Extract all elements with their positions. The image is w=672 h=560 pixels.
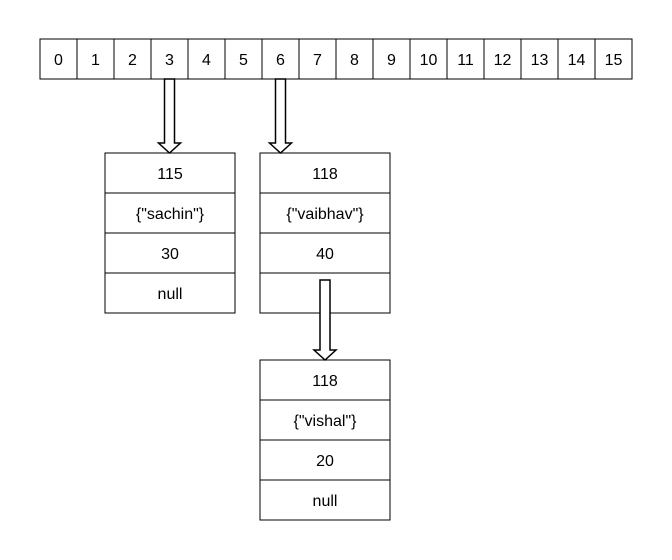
array-index-label: 8 (350, 52, 359, 69)
array-cell-box (372, 38, 411, 80)
list-node: 118 {"vaibhav"} 40 (259, 152, 391, 314)
node-hash-cell: 20 (316, 453, 334, 470)
array-cell-14: 14 (557, 38, 596, 80)
array-cell-11: 11 (446, 38, 485, 80)
array-cell-8: 8 (335, 38, 374, 80)
pointer-arrow (156, 78, 183, 155)
array-index-label: 9 (387, 52, 396, 69)
array-cell-6: 6 (261, 38, 300, 80)
array-cell-15: 15 (594, 38, 633, 80)
node-value-cell: {"sachin"} (136, 206, 205, 223)
node-hash-cell: 40 (316, 246, 334, 263)
array-index-label: 0 (54, 52, 63, 69)
array-cell-4: 4 (187, 38, 226, 80)
pointer-arrows (156, 78, 338, 362)
linked-nodes: 115 {"sachin"} 30 null 118 {"vaibhav"} 40 118 {"… (104, 152, 391, 521)
array-cell-3: 3 (150, 38, 189, 80)
array-cell-1: 1 (76, 38, 115, 80)
node-key-cell-box (104, 152, 236, 194)
array-index-label: 2 (128, 52, 137, 69)
node-key-cell: 115 (157, 166, 183, 183)
node-key-cell-box (259, 359, 391, 401)
array-cell-box (76, 38, 115, 80)
node-next-cell: null (158, 286, 183, 303)
node-next-cell-box (259, 479, 391, 521)
array-cell-9: 9 (372, 38, 411, 80)
array-index-label: 1 (91, 52, 100, 69)
pointer-arrow (312, 279, 338, 362)
array-cell-box (298, 38, 337, 80)
array-cell-box (187, 38, 226, 80)
array-index-label: 3 (165, 52, 174, 69)
array-cell-box (224, 38, 263, 80)
array-cell-box (594, 38, 633, 80)
array-cell-10: 10 (409, 38, 448, 80)
array-index-label: 6 (276, 52, 285, 69)
array-index-label: 14 (568, 52, 586, 69)
node-next-cell: null (313, 493, 338, 510)
node-hash-cell-box (259, 439, 391, 481)
node-key-cell: 118 (312, 373, 338, 390)
array-cell-box (483, 38, 522, 80)
node-key-cell: 118 (312, 166, 338, 183)
array-cell-box (335, 38, 374, 80)
array-cell-box (113, 38, 152, 80)
array-cell-box (39, 38, 78, 80)
array-cell-5: 5 (224, 38, 263, 80)
array-cell-box (520, 38, 559, 80)
array-index-label: 7 (313, 52, 322, 69)
array-index-label: 11 (457, 52, 474, 69)
node-next-cell-box (104, 272, 236, 314)
node-hash-cell-box (104, 232, 236, 274)
node-value-cell-box (259, 192, 391, 234)
node-value-cell-box (259, 399, 391, 441)
array-index-label: 5 (239, 52, 248, 69)
node-value-cell: {"vaibhav"} (286, 206, 364, 223)
array-cell-12: 12 (483, 38, 522, 80)
array-cell-0: 0 (39, 38, 78, 80)
array-index-label: 12 (494, 52, 512, 69)
array-index-label: 4 (202, 52, 211, 69)
array-index-label: 10 (420, 52, 438, 69)
array-cell-box (446, 38, 485, 80)
array-cell-7: 7 (298, 38, 337, 80)
node-value-cell: {"vishal"} (294, 413, 358, 430)
array-cell-13: 13 (520, 38, 559, 80)
node-key-cell-box (259, 152, 391, 194)
list-node: 115 {"sachin"} 30 null (104, 152, 236, 314)
pointer-arrow (267, 78, 294, 155)
array-cell-2: 2 (113, 38, 152, 80)
list-node: 118 {"vishal"} 20 null (259, 359, 391, 521)
node-hash-cell: 30 (161, 246, 179, 263)
node-value-cell-box (104, 192, 236, 234)
array-index-label: 13 (531, 52, 549, 69)
array-index-label: 15 (605, 52, 623, 69)
